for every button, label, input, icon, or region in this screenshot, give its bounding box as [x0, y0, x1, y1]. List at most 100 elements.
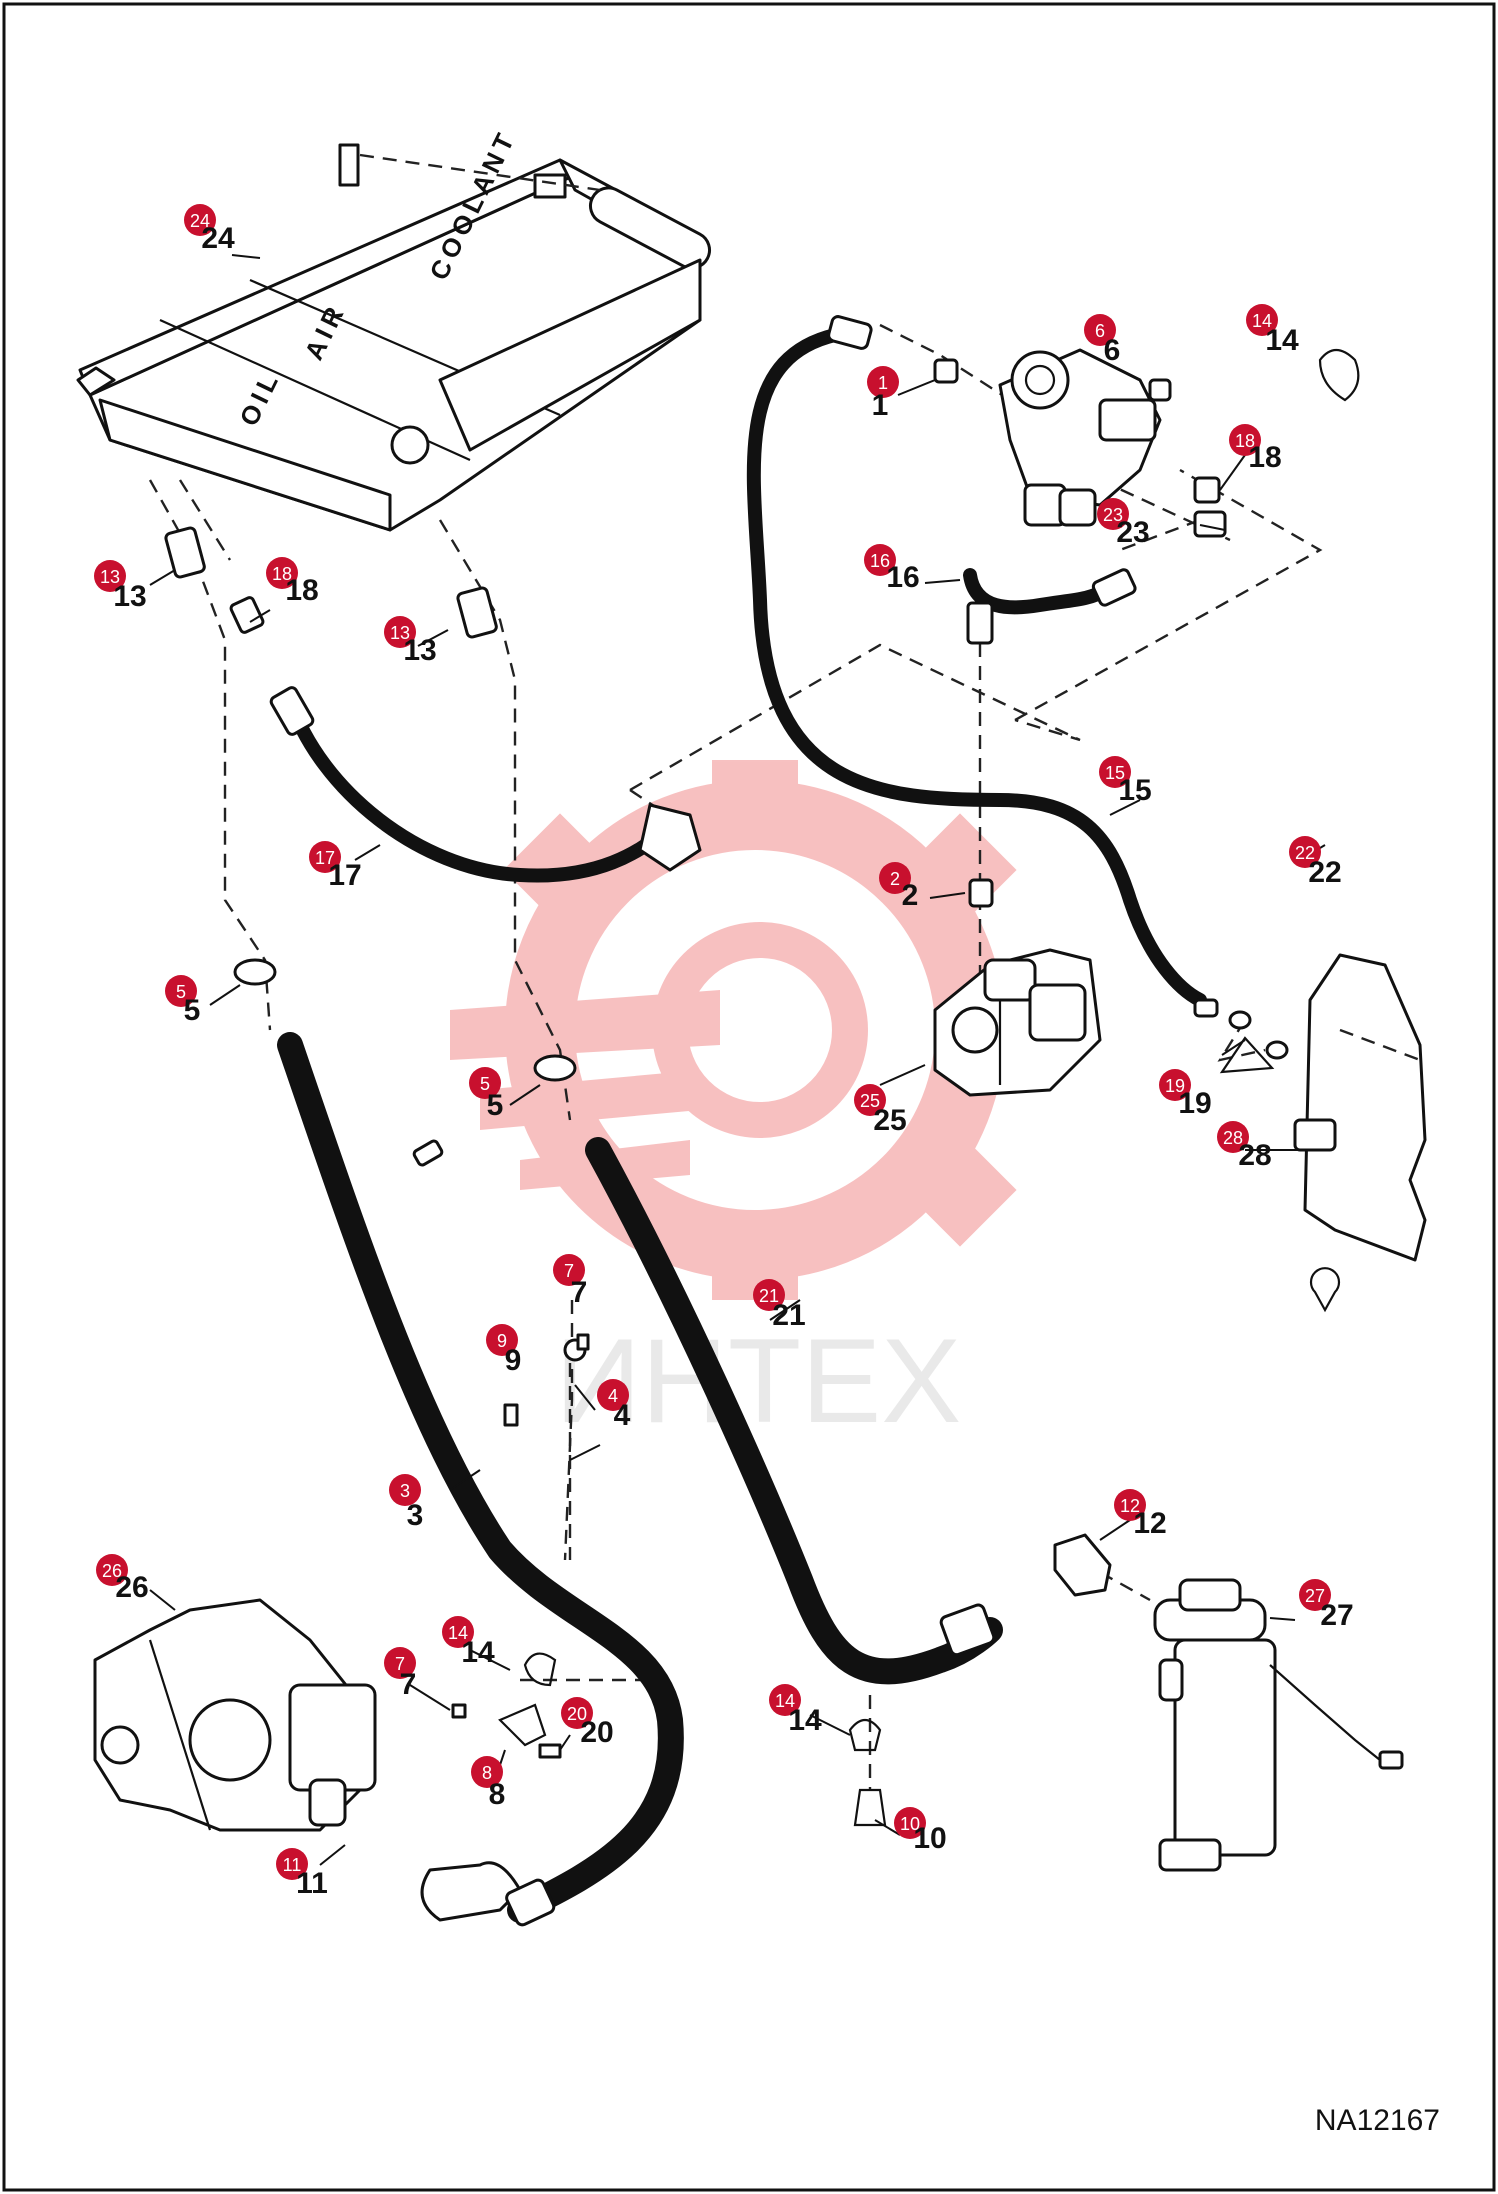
- svg-text:23: 23: [1116, 516, 1149, 549]
- bolt-20: [538, 1743, 562, 1759]
- svg-text:14: 14: [1265, 324, 1299, 357]
- hose-3-elbow: [420, 1861, 522, 1922]
- hose-16: [963, 568, 1112, 615]
- svg-text:5: 5: [480, 1074, 490, 1094]
- svg-text:25: 25: [860, 1091, 880, 1111]
- callout-8: 88: [471, 1756, 505, 1811]
- svg-text:13: 13: [390, 623, 410, 643]
- svg-text:3: 3: [400, 1481, 410, 1501]
- svg-text:18: 18: [285, 574, 318, 607]
- fitting-13-left: [164, 526, 206, 579]
- hose-16-end-right: [1091, 568, 1137, 607]
- svg-text:14: 14: [448, 1623, 468, 1643]
- svg-text:7: 7: [571, 1276, 588, 1309]
- svg-text:23: 23: [1103, 505, 1123, 525]
- svg-text:21: 21: [772, 1299, 805, 1332]
- svg-text:13: 13: [403, 634, 436, 667]
- hose-16-end: [966, 601, 994, 645]
- svg-text:9: 9: [497, 1331, 507, 1351]
- svg-text:24: 24: [190, 211, 210, 231]
- svg-text:1: 1: [872, 389, 889, 422]
- hose-17: [283, 693, 667, 883]
- svg-text:10: 10: [900, 1814, 920, 1834]
- callout-3: 33: [389, 1474, 423, 1532]
- callout-1: 11: [867, 366, 899, 422]
- svg-text:7: 7: [564, 1261, 574, 1281]
- svg-text:22: 22: [1308, 856, 1341, 889]
- svg-text:15: 15: [1118, 774, 1151, 807]
- svg-text:4: 4: [608, 1386, 618, 1406]
- fittings: [164, 315, 1360, 1927]
- nut-7-mid: [451, 1703, 467, 1719]
- callout-5-right: 55: [469, 1067, 503, 1122]
- hose-21-end: [939, 1603, 996, 1657]
- svg-text:8: 8: [482, 1763, 492, 1783]
- svg-text:28: 28: [1238, 1139, 1271, 1172]
- oil-cooler: COOLANT AIR OIL: [76, 124, 711, 532]
- svg-text:16: 16: [870, 551, 890, 571]
- svg-text:25: 25: [873, 1104, 906, 1137]
- svg-text:17: 17: [315, 848, 335, 868]
- clamp-5-left: [233, 958, 277, 986]
- svg-text:21: 21: [759, 1286, 779, 1306]
- svg-text:14: 14: [788, 1704, 822, 1737]
- fitting-18-right: [1193, 476, 1221, 504]
- hose-15-end-top: [827, 315, 873, 350]
- svg-text:14: 14: [461, 1636, 495, 1669]
- hose-3: [277, 1032, 684, 1923]
- svg-text:20: 20: [567, 1704, 587, 1724]
- svg-text:13: 13: [100, 567, 120, 587]
- svg-text:22: 22: [1295, 843, 1315, 863]
- svg-text:26: 26: [102, 1561, 122, 1581]
- svg-text:6: 6: [1104, 334, 1121, 367]
- svg-text:1: 1: [878, 373, 888, 393]
- tee-12: [1053, 1533, 1112, 1597]
- callout-7-top: 77: [553, 1254, 587, 1309]
- svg-text:24: 24: [201, 222, 235, 255]
- clamp-5-right: [533, 1054, 577, 1082]
- svg-text:5: 5: [176, 982, 186, 1002]
- svg-text:10: 10: [913, 1822, 946, 1855]
- clamp-14-mid: [523, 1652, 557, 1687]
- callout-4: 44: [597, 1379, 631, 1432]
- clamp-14-top: [1318, 348, 1360, 402]
- fitting-19-b: [1265, 1040, 1289, 1060]
- callout-7-bottom: 77: [384, 1647, 416, 1701]
- fitting-18-left: [229, 596, 265, 634]
- mount-plate: [1293, 953, 1427, 1262]
- svg-text:19: 19: [1165, 1076, 1185, 1096]
- svg-text:14: 14: [1252, 311, 1272, 331]
- hose-15-end-bottom: [1193, 998, 1219, 1018]
- hose-17-end-top: [269, 686, 315, 736]
- svg-text:14: 14: [775, 1691, 795, 1711]
- svg-text:26: 26: [115, 1571, 148, 1604]
- watermark-text: ИНТЕХ: [555, 1314, 961, 1448]
- fitting-23: [1193, 510, 1227, 538]
- svg-text:5: 5: [184, 994, 201, 1027]
- svg-text:16: 16: [886, 561, 919, 594]
- svg-text:11: 11: [296, 1867, 328, 1900]
- svg-text:13: 13: [113, 580, 146, 613]
- drawing-code: NA12167: [1315, 2104, 1440, 2137]
- callout-5-left: 55: [165, 975, 200, 1027]
- bolt-9: [503, 1403, 519, 1427]
- svg-text:5: 5: [487, 1089, 504, 1122]
- svg-text:18: 18: [1235, 431, 1255, 451]
- leader-lines: [149, 254, 1326, 1866]
- svg-text:7: 7: [395, 1654, 405, 1674]
- valve-assembly: [998, 348, 1172, 527]
